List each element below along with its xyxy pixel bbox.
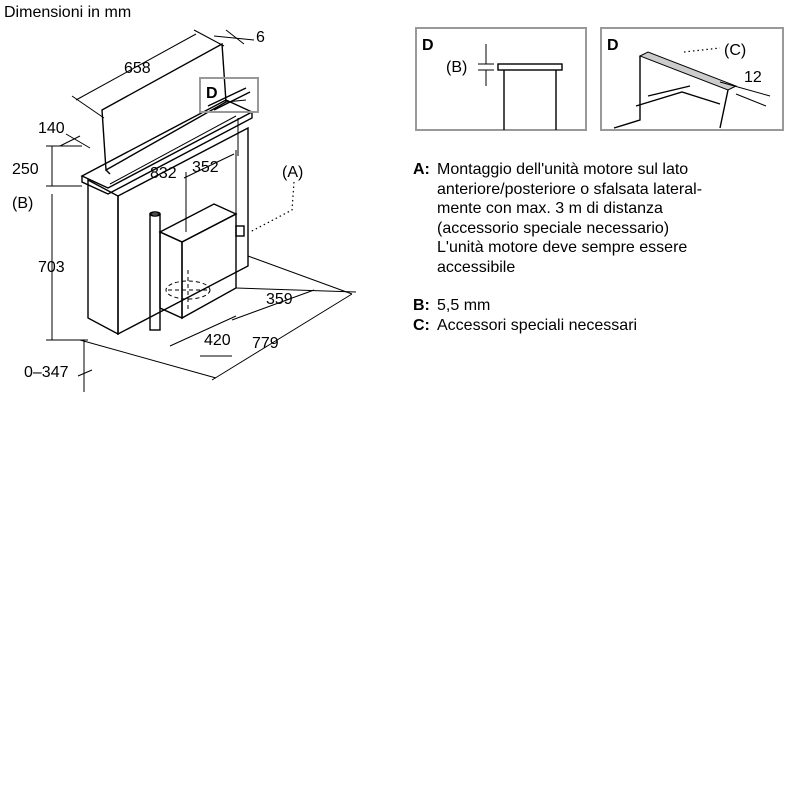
detail-d-marker-rail [207, 87, 251, 111]
dim-label-352: 352 [192, 159, 219, 176]
dim-label-703: 703 [38, 259, 65, 276]
dim-label-0-347: 0–347 [24, 364, 69, 381]
dim-6-line [213, 29, 255, 45]
dim-250-line [46, 145, 82, 187]
page-title: Dimensioni in mm [4, 4, 132, 21]
detail-d-marker-label: D [206, 85, 218, 102]
callout-a-label: (A) [282, 164, 303, 181]
legend-text-b: 5,5 mm [437, 297, 491, 314]
legend-key-b: B: [413, 297, 430, 314]
dim-label-12: 12 [744, 69, 762, 86]
legend: A: Montaggio dell'unità motore sul lato … [413, 160, 793, 335]
dim-label-658: 658 [124, 60, 151, 77]
callout-a-leader [249, 181, 295, 233]
dim-label-359: 359 [266, 291, 293, 308]
legend-key-a: A: [413, 161, 430, 178]
dim-label-140: 140 [38, 120, 65, 137]
dim-label-6: 6 [256, 29, 265, 46]
dim-label-832: 832 [150, 165, 177, 182]
dim-352-line [183, 150, 237, 232]
legend-key-c: C: [413, 316, 430, 334]
legend-text-c: Accessori speciali necessari [437, 316, 638, 334]
dim-658-line [71, 29, 225, 119]
detail-panel-2-label: D [607, 37, 619, 54]
detail-panel-1-callout-b: (B) [446, 59, 467, 76]
detail-panel-1-label: D [422, 37, 434, 54]
dim-label-250: 250 [12, 161, 39, 178]
dim-359-line [231, 255, 357, 321]
motor-unit [158, 203, 245, 320]
detail-panel-1: D (B) [415, 27, 587, 131]
dim-779-line [79, 293, 353, 381]
detail-d-marker [199, 77, 259, 113]
dim-label-779: 779 [252, 335, 279, 352]
dim-label-420: 420 [204, 332, 231, 349]
dim-832-line [109, 115, 239, 185]
dim-140-line [59, 133, 91, 149]
legend-text-a: Montaggio dell'unità motore sul lato ant… [437, 161, 703, 276]
legend-item-b: B: 5,5 mm [413, 296, 793, 316]
detail-panel-2: D (C) 12 [600, 27, 784, 131]
legend-item-c: C: Accessori speciali necessari [413, 316, 793, 336]
legend-item-a: A: Montaggio dell'unità motore sul lato … [413, 160, 793, 277]
callout-b-label: (B) [12, 195, 33, 212]
dim-420-line [169, 315, 237, 357]
dim-0-347-line [77, 340, 93, 392]
cabinet-outline [87, 126, 249, 336]
detail-panel-2-callout-c: (C) [724, 42, 746, 59]
